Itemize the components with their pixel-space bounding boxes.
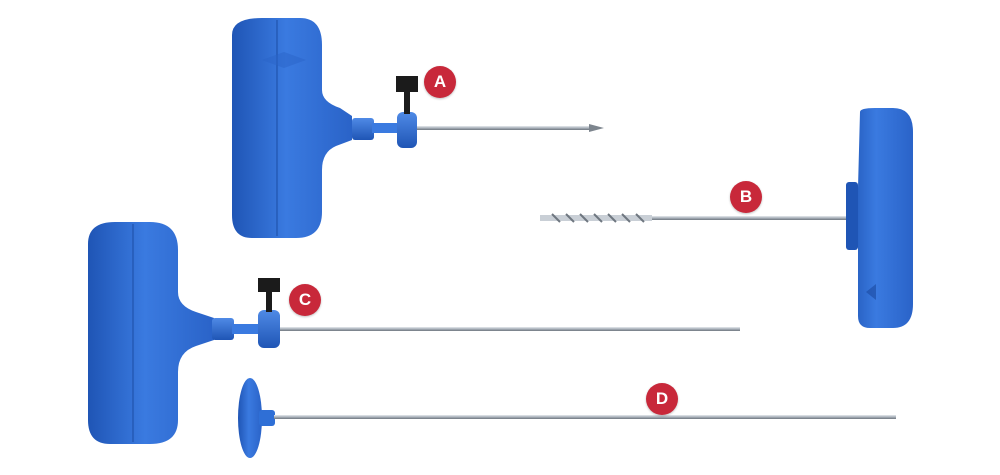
disc-handle-d (238, 378, 262, 458)
label-badge-d: D (646, 383, 678, 415)
t-handle-c (88, 222, 214, 444)
needle-tip-a (589, 124, 604, 132)
depth-stop-c (258, 310, 280, 348)
hub-d (259, 410, 275, 426)
thumb-knob-a (396, 76, 418, 92)
label-badge-a: A (424, 66, 456, 98)
set-screw-c (266, 286, 272, 312)
set-screw-a (404, 86, 410, 114)
hub-a (352, 118, 374, 140)
shaft-b (652, 216, 846, 220)
needle-d (274, 415, 896, 419)
hub-c (212, 318, 234, 340)
drill-tip-b (540, 213, 652, 223)
label-badge-c: C (289, 284, 321, 316)
needle-c (280, 327, 740, 331)
instrument-d (238, 378, 896, 458)
label-badge-b: B (730, 181, 762, 213)
collar-c (232, 324, 260, 334)
t-handle-b (846, 108, 913, 328)
instrument-a (232, 18, 604, 238)
depth-stop-a (397, 112, 417, 148)
collar-a (372, 123, 398, 133)
instrument-b (540, 108, 913, 328)
thumb-knob-c (258, 278, 280, 292)
needle-a (417, 126, 589, 130)
instrument-c (88, 222, 740, 444)
t-handle-a (232, 18, 352, 238)
